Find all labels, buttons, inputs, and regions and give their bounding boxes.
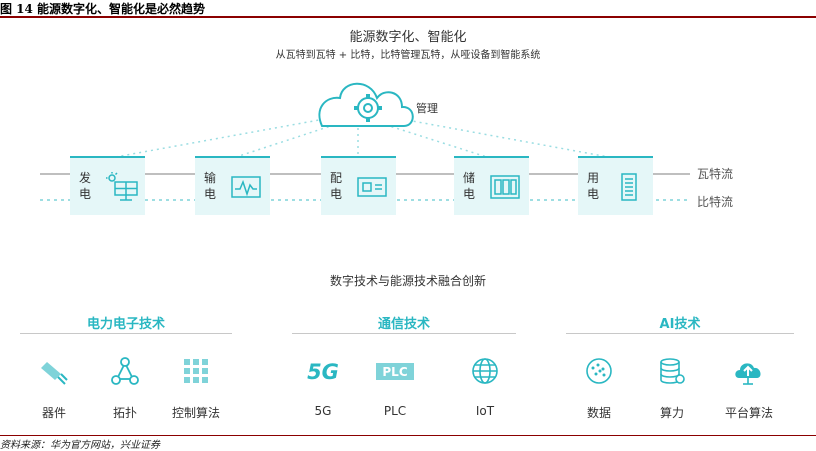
watt-flow-label: 瓦特流: [697, 167, 734, 181]
grid-algorithm-icon: [184, 359, 208, 383]
fusion-title: 数字技术与能源技术融合创新: [329, 274, 486, 288]
source-rule: [0, 435, 816, 436]
globe-icon: [472, 358, 498, 384]
station-label: 储电: [463, 171, 476, 201]
gear-icon: [354, 94, 382, 122]
item-label: 算力: [659, 406, 684, 420]
group-rule: [292, 333, 516, 334]
solar-panel-icon: [106, 172, 138, 201]
diagram-subtitle: 从瓦特到瓦特 + 比特，比特管理瓦特，从哑设备到智能系统: [275, 50, 541, 61]
caption-rule: [0, 16, 816, 18]
item-label: PLC: [383, 404, 407, 418]
station-generation: 发电: [70, 156, 145, 215]
5g-icon: 5G: [307, 360, 339, 384]
station-label: 配电: [330, 171, 343, 201]
waveform-monitor-icon: [231, 176, 261, 198]
item-label: 器件: [41, 406, 66, 420]
plc-mark: PLC: [382, 365, 407, 379]
group-title-ai: AI技术: [659, 317, 701, 332]
group-title-power-electronics: 电力电子技术: [86, 317, 165, 332]
connector-line: [395, 117, 615, 159]
item-label: 数据: [586, 406, 611, 420]
database-icon: [660, 358, 685, 384]
connector-line: [109, 117, 331, 159]
station-label: 发电: [79, 171, 92, 201]
chip-device-icon: [41, 362, 68, 385]
distribution-box-icon: [357, 177, 387, 197]
power-cabinet-icon: [621, 173, 637, 201]
item-label: 平台算法: [724, 406, 773, 420]
item-label: IoT: [475, 404, 495, 418]
topology-icon: [111, 357, 139, 385]
station-label: 输电: [204, 171, 217, 201]
group-rule: [566, 333, 794, 334]
bit-flow-label: 比特流: [697, 195, 734, 209]
item-label: 控制算法: [171, 406, 220, 420]
connector-line: [232, 122, 341, 159]
group-rule: [20, 333, 232, 334]
item-label: 5G: [314, 404, 332, 418]
station-storage: 储电: [454, 156, 529, 215]
station-consumption: 用电: [578, 156, 653, 215]
plc-icon: PLC: [376, 363, 414, 380]
battery-storage-icon: [490, 175, 520, 199]
station-distribution: 配电: [321, 156, 396, 215]
data-scatter-icon: [586, 358, 612, 384]
connector-line: [379, 122, 491, 159]
cloud-upload-icon: [735, 363, 761, 385]
station-label: 用电: [587, 171, 600, 201]
group-title-communication: 通信技术: [377, 317, 430, 332]
diagram-title: 能源数字化、智能化: [349, 30, 467, 45]
5g-mark: 5G: [307, 360, 339, 384]
figure-caption: 图 14 能源数字化、智能化是必然趋势: [0, 2, 206, 16]
item-label: 拓扑: [112, 406, 137, 420]
station-transmission: 输电: [195, 156, 270, 215]
cloud-label: 管理: [416, 102, 438, 115]
